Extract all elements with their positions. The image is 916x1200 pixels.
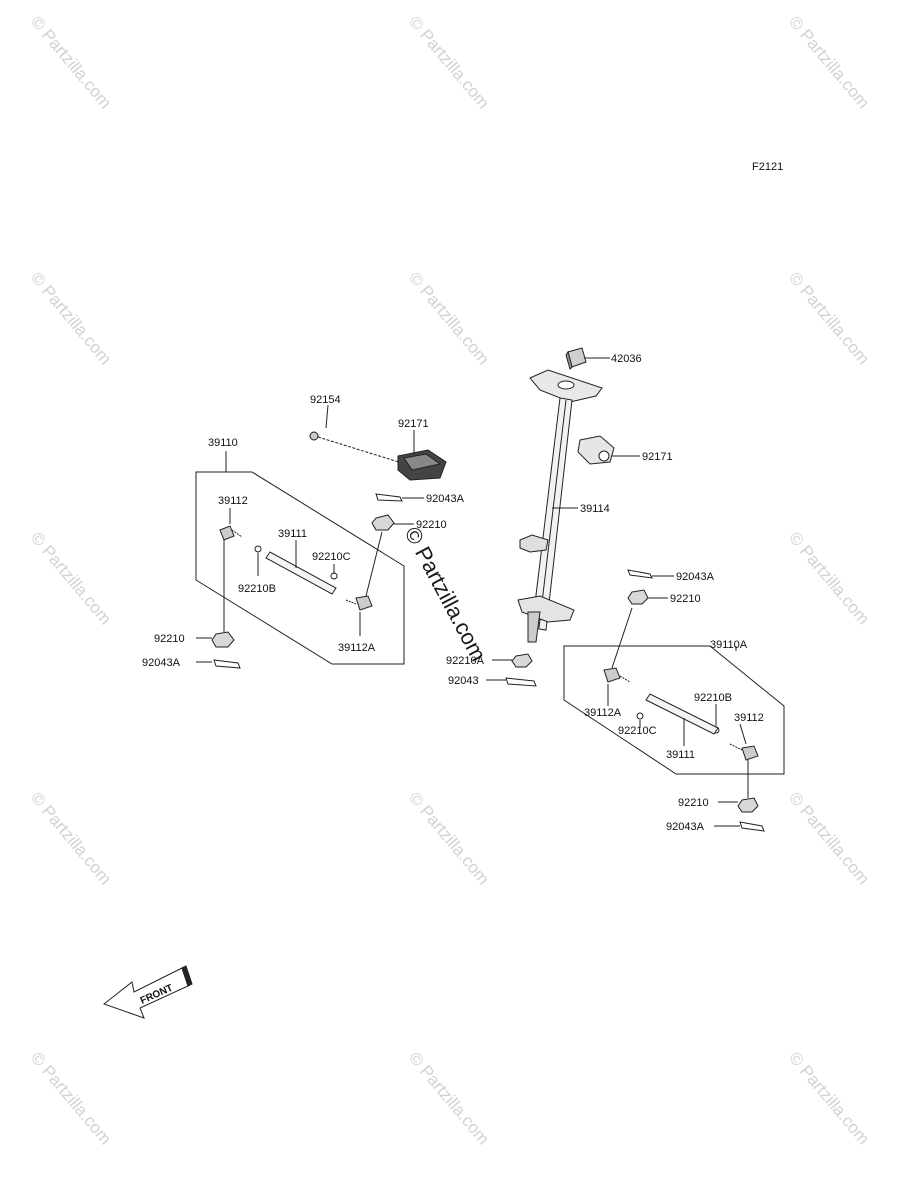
watermark-8: © Partzilla.com <box>785 528 873 628</box>
watermark-4: © Partzilla.com <box>27 268 115 368</box>
watermark-11: © Partzilla.com <box>785 788 873 888</box>
callout-92043A-mid: 92043A <box>426 493 465 505</box>
cotter-pins <box>213 493 765 832</box>
watermark-3: © Partzilla.com <box>785 12 873 112</box>
watermark-5: © Partzilla.com <box>405 268 493 368</box>
leader-lines <box>196 357 747 827</box>
callout-92210B-right: 92210B <box>694 692 732 704</box>
callout-92210-right: 92210 <box>670 593 701 605</box>
callout-92171-top: 92171 <box>398 418 429 430</box>
figure-code: F2121 <box>752 161 783 173</box>
tie-rod-group-39110A <box>563 607 785 798</box>
callout-92210-bottom: 92210 <box>678 797 709 809</box>
watermark-10: © Partzilla.com <box>405 788 493 888</box>
callout-39111-right: 39111 <box>666 749 695 761</box>
callout-39112-right: 39112 <box>734 712 764 724</box>
watermark-2: © Partzilla.com <box>405 12 493 112</box>
front-arrow-icon: FRONT <box>102 965 193 1019</box>
clamp-92171-right <box>577 435 615 465</box>
watermark-14: © Partzilla.com <box>785 1048 873 1148</box>
callout-92043A-left: 92043A <box>142 657 181 669</box>
callout-39112A-right: 39112A <box>584 707 622 719</box>
callout-92210C-right: 92210C <box>618 725 657 737</box>
callout-39110A: 39110A <box>710 639 748 651</box>
callout-92210C-left: 92210C <box>312 551 351 563</box>
tie-rod-group-39110 <box>195 451 405 665</box>
callout-39110: 39110 <box>208 437 238 449</box>
clamp-92171-top <box>397 449 447 481</box>
callout-92210A: 92210A <box>446 655 485 667</box>
callout-92210-mid: 92210 <box>416 519 447 531</box>
callout-39112A-left: 39112A <box>338 642 376 654</box>
callout-labels: 42036 92171 92154 92171 39110 92043A 391… <box>142 353 764 833</box>
callout-92043: 92043 <box>448 675 479 687</box>
callout-92043A-right: 92043A <box>676 571 715 583</box>
callout-92043A-bottom: 92043A <box>666 821 705 833</box>
callout-39111-left: 39111 <box>278 528 307 540</box>
watermark-1: © Partzilla.com <box>27 12 115 112</box>
callout-39112-left: 39112 <box>218 495 248 507</box>
nuts <box>211 514 759 813</box>
watermark-center: © Partzilla.com <box>400 523 492 666</box>
callout-39114: 39114 <box>580 503 610 515</box>
bolt-92154 <box>309 431 403 464</box>
steering-shaft-39114 <box>517 347 603 643</box>
watermark-6: © Partzilla.com <box>785 268 873 368</box>
callout-42036: 42036 <box>611 353 642 365</box>
callout-92210-left: 92210 <box>154 633 185 645</box>
watermark-9: © Partzilla.com <box>27 788 115 888</box>
watermark-13: © Partzilla.com <box>405 1048 493 1148</box>
watermark-7: © Partzilla.com <box>27 528 115 628</box>
watermark-12: © Partzilla.com <box>27 1048 115 1148</box>
callout-92171-right: 92171 <box>642 451 673 463</box>
callout-92210B-left: 92210B <box>238 583 276 595</box>
callout-92154: 92154 <box>310 394 341 406</box>
